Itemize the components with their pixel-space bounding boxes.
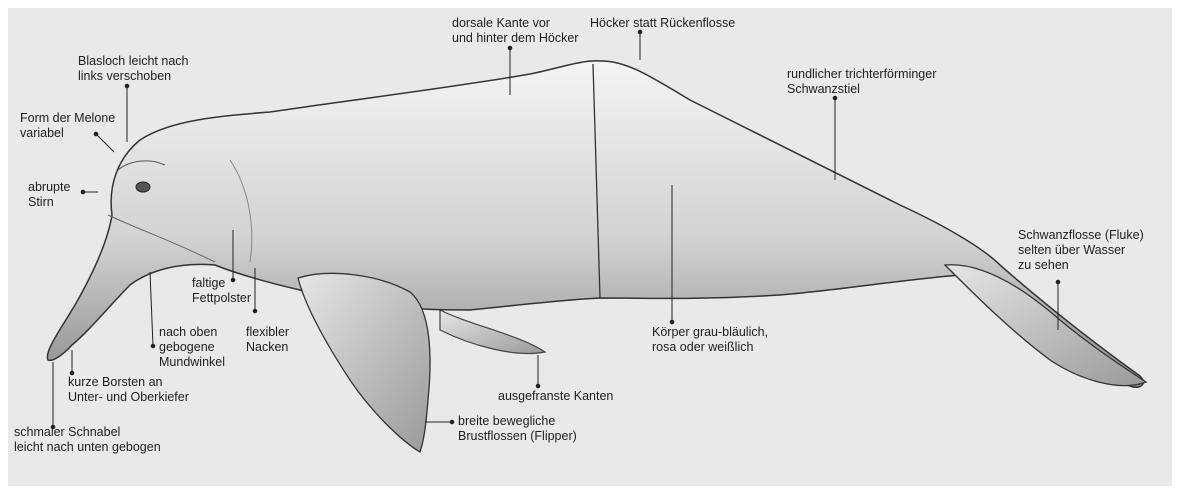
label-blowhole: Blasloch leicht nach links verschoben [78, 54, 188, 84]
front-flipper [298, 273, 430, 452]
label-forehead: abrupte Stirn [28, 180, 70, 210]
eye [136, 182, 150, 192]
rear-flipper [440, 310, 545, 353]
label-frayed-edges: ausgefranste Kanten [498, 389, 613, 404]
fluke [945, 265, 1146, 386]
label-beak: schmaler Schnabel leicht nach unten gebo… [14, 425, 161, 455]
label-hump: Höcker statt Rückenflosse [590, 16, 735, 31]
label-tail-stock: rundlicher trichterförminger Schwanzstie… [787, 67, 936, 97]
label-fluke: Schwanzflosse (Fluke) selten über Wasser… [1018, 228, 1144, 273]
label-flippers: breite bewegliche Brustflossen (Flipper) [458, 414, 577, 444]
label-body: Körper grau-bläulich, rosa oder weißlich [652, 325, 768, 355]
label-neck: flexibler Nacken [246, 325, 289, 355]
label-melon: Form der Melone variabel [20, 111, 115, 141]
label-bristles: kurze Borsten an Unter- und Oberkiefer [68, 375, 189, 405]
label-mouth-corner: nach oben gebogene Mundwinkel [159, 325, 225, 370]
label-fat-pads: faltige Fettpolster [192, 276, 251, 306]
label-dorsal-edge: dorsale Kante vor und hinter dem Höcker [452, 16, 578, 46]
